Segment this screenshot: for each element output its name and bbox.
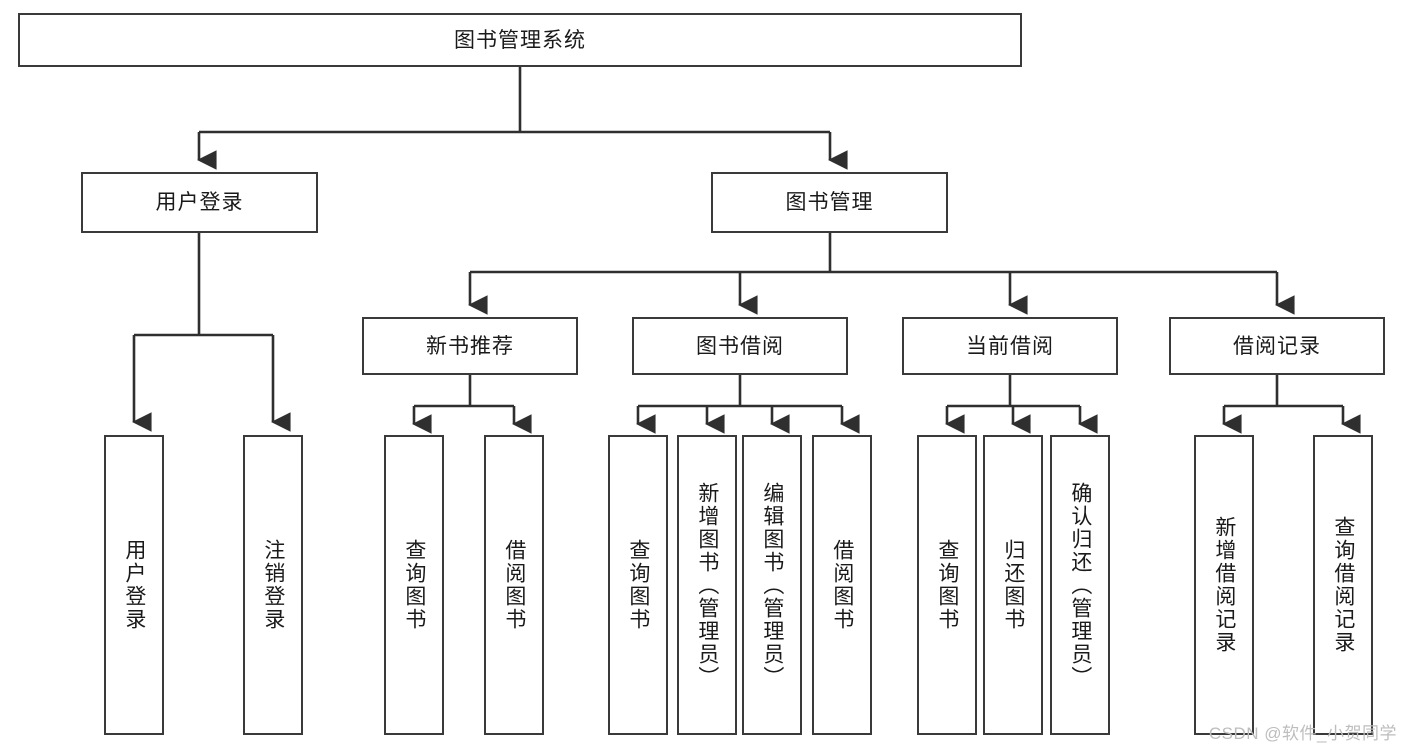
leaf-user-logout[interactable]: 注销登录	[243, 435, 303, 735]
node-label: 借阅图书	[502, 539, 526, 631]
node-new-book-rec[interactable]: 新书推荐	[362, 317, 578, 375]
node-label: 注销登录	[261, 539, 285, 631]
node-label: 图书管理	[785, 191, 874, 214]
node-borrow-record[interactable]: 借阅记录	[1169, 317, 1385, 375]
leaf-borrow-book-borrow[interactable]: 借阅图书	[812, 435, 872, 735]
node-label: 图书借阅	[696, 334, 784, 358]
node-book-borrow[interactable]: 图书借阅	[632, 317, 848, 375]
node-current-borrow[interactable]: 当前借阅	[902, 317, 1118, 375]
node-label: 确认归还（管理员）	[1068, 481, 1092, 689]
node-label: 归还图书	[1001, 539, 1025, 631]
leaf-add-borrow-record[interactable]: 新增借阅记录	[1194, 435, 1254, 735]
node-label: 新增借阅记录	[1212, 516, 1236, 654]
node-label: 当前借阅	[966, 334, 1054, 358]
node-label: 用户登录	[122, 539, 146, 631]
node-label: 图书管理系统	[454, 28, 586, 52]
node-label: 查询图书	[626, 539, 650, 631]
node-label: 用户登录	[155, 191, 244, 214]
leaf-query-book-new-rec[interactable]: 查询图书	[384, 435, 444, 735]
node-label: 新增图书（管理员）	[695, 481, 719, 689]
node-label: 查询借阅记录	[1331, 516, 1355, 654]
leaf-edit-book-admin[interactable]: 编辑图书（管理员）	[742, 435, 802, 735]
leaf-confirm-return-admin[interactable]: 确认归还（管理员）	[1050, 435, 1110, 735]
node-user-login[interactable]: 用户登录	[81, 172, 318, 233]
leaf-return-book[interactable]: 归还图书	[983, 435, 1043, 735]
node-label: 借阅图书	[830, 539, 854, 631]
node-label: 查询图书	[402, 539, 426, 631]
node-root-system[interactable]: 图书管理系统	[18, 13, 1022, 67]
leaf-add-book-admin[interactable]: 新增图书（管理员）	[677, 435, 737, 735]
node-label: 借阅记录	[1233, 334, 1321, 358]
node-book-manage[interactable]: 图书管理	[711, 172, 948, 233]
node-label: 查询图书	[935, 539, 959, 631]
leaf-query-borrow-record[interactable]: 查询借阅记录	[1313, 435, 1373, 735]
leaf-user-login[interactable]: 用户登录	[104, 435, 164, 735]
leaf-query-book-current[interactable]: 查询图书	[917, 435, 977, 735]
leaf-borrow-book-new-rec[interactable]: 借阅图书	[484, 435, 544, 735]
node-label: 新书推荐	[426, 334, 514, 358]
leaf-query-book-borrow[interactable]: 查询图书	[608, 435, 668, 735]
node-label: 编辑图书（管理员）	[760, 481, 784, 689]
